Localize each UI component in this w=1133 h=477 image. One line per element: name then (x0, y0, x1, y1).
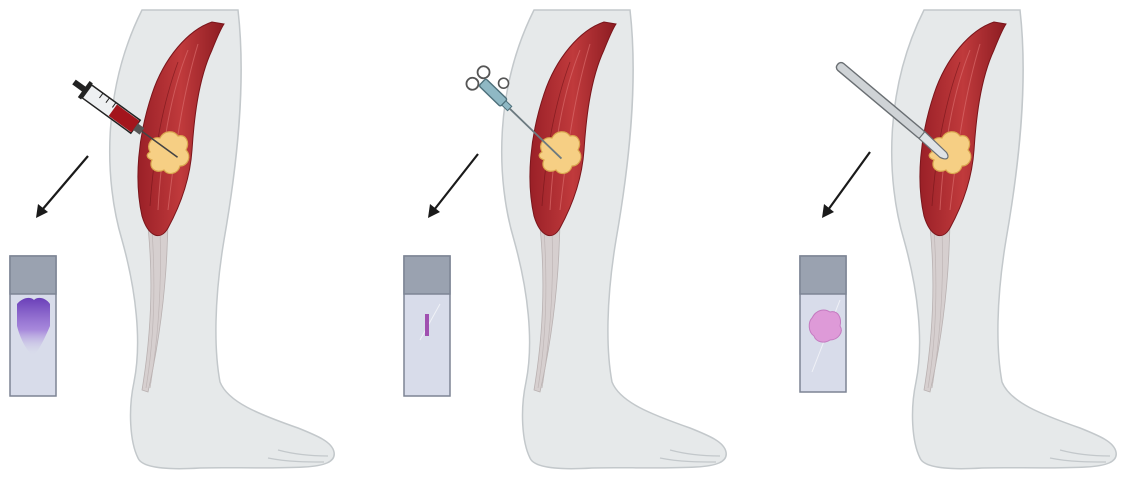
arrow-3 (822, 152, 870, 218)
panel-aspiration (10, 10, 334, 469)
slide-smear (10, 256, 56, 396)
core-sample (425, 314, 429, 336)
arrow-1 (36, 156, 88, 218)
arrow-2 (428, 154, 478, 218)
leg-3 (892, 10, 1117, 469)
leg-2 (502, 10, 727, 469)
panel-excision (800, 10, 1116, 469)
tissue-sample (809, 310, 841, 342)
leg-1 (110, 10, 335, 469)
slide-core (404, 256, 450, 396)
slide-tissue (800, 256, 846, 392)
panel-core-needle (404, 10, 726, 469)
